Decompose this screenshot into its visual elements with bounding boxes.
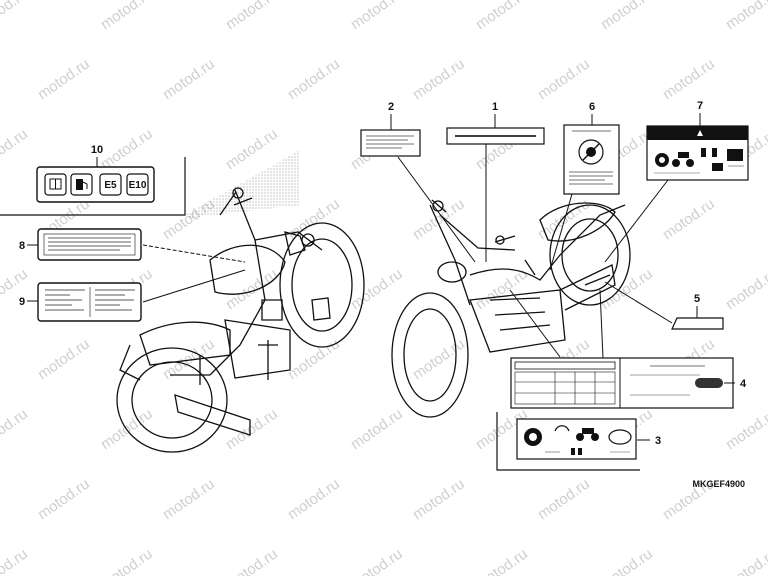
watermark-text: motod.ru xyxy=(723,0,768,33)
watermark-text: motod.ru xyxy=(35,55,93,103)
watermark-text: motod.ru xyxy=(598,545,656,576)
diagram-code: MKGEF4900 xyxy=(692,479,745,489)
manual-book-icon xyxy=(49,178,62,190)
watermark-text: motod.ru xyxy=(223,545,281,576)
watermark-text: motod.ru xyxy=(0,265,31,313)
watermark-text: motod.ru xyxy=(723,405,768,453)
watermark-text: motod.ru xyxy=(723,265,768,313)
watermark-text: motod.ru xyxy=(410,475,468,523)
watermark-text: motod.ru xyxy=(0,545,31,576)
callout-7: 7 xyxy=(697,100,703,112)
callout-10: 10 xyxy=(91,144,103,156)
callout-6: 6 xyxy=(589,101,595,113)
watermark-text: motod.ru xyxy=(410,55,468,103)
label-5 xyxy=(671,317,724,330)
watermark-text: motod.ru xyxy=(473,545,531,576)
leader-lines xyxy=(27,113,735,441)
callout-9: 9 xyxy=(19,296,25,308)
watermark-text: motod.ru xyxy=(160,55,218,103)
watermark-text: motod.ru xyxy=(285,335,343,383)
watermark-text: motod.ru xyxy=(98,545,156,576)
callout-numbers: 10 8 9 2 1 6 7 5 4 3 xyxy=(19,100,747,447)
fuel-pump-icon xyxy=(76,179,88,190)
label-8 xyxy=(37,228,142,261)
watermark-text: motod.ru xyxy=(410,195,468,243)
callout-4: 4 xyxy=(740,378,747,390)
watermark-text: motod.ru xyxy=(98,0,156,33)
label-10: E5 E10 xyxy=(36,166,155,203)
watermark-text: motod.ru xyxy=(160,475,218,523)
callout-2: 2 xyxy=(388,101,394,113)
watermark-text: motod.ru xyxy=(348,0,406,33)
label-1 xyxy=(446,127,545,145)
label-10-bracket xyxy=(0,157,186,216)
watermark-text: motod.ru xyxy=(98,125,156,173)
watermark-text: motod.ru xyxy=(598,0,656,33)
watermark-text: motod.ru xyxy=(0,405,31,453)
label-3 xyxy=(516,418,637,460)
watermark-text: motod.ru xyxy=(473,0,531,33)
label-9 xyxy=(37,282,142,322)
watermark-text: motod.ru xyxy=(223,265,281,313)
callout-3: 3 xyxy=(655,435,661,447)
dotted-shading xyxy=(185,150,300,218)
watermark-text: motod.ru xyxy=(348,405,406,453)
watermark-text: motod.ru xyxy=(0,0,31,33)
watermark-text: motod.ru xyxy=(223,0,281,33)
watermark-text: motod.ru xyxy=(285,55,343,103)
label-4 xyxy=(510,357,734,409)
label-7 xyxy=(646,125,749,181)
label-3-bracket xyxy=(496,412,640,471)
watermark-text: motod.ru xyxy=(535,55,593,103)
watermark-text: motod.ru xyxy=(35,335,93,383)
callout-1: 1 xyxy=(492,101,498,113)
left-motorcycle xyxy=(116,187,365,453)
watermark-text: motod.ru xyxy=(410,335,468,383)
right-motorcycle xyxy=(391,199,631,418)
callout-5: 5 xyxy=(694,293,700,305)
e10-badge: E10 xyxy=(129,180,147,191)
e5-badge: E5 xyxy=(104,180,117,191)
watermark-text: motod.ru xyxy=(660,55,718,103)
callout-8: 8 xyxy=(19,240,25,252)
label-6 xyxy=(563,124,620,195)
label-2 xyxy=(360,129,421,157)
watermark-text: motod.ru xyxy=(660,195,718,243)
watermark-text: motod.ru xyxy=(535,475,593,523)
watermark-text: motod.ru xyxy=(35,475,93,523)
watermark-text: motod.ru xyxy=(348,265,406,313)
watermark-text: motod.ru xyxy=(160,335,218,383)
watermark-text: motod.ru xyxy=(285,475,343,523)
watermark-text: motod.ru xyxy=(0,125,31,173)
watermark-text: motod.ru xyxy=(348,545,406,576)
watermark-text: motod.ru xyxy=(723,545,768,576)
